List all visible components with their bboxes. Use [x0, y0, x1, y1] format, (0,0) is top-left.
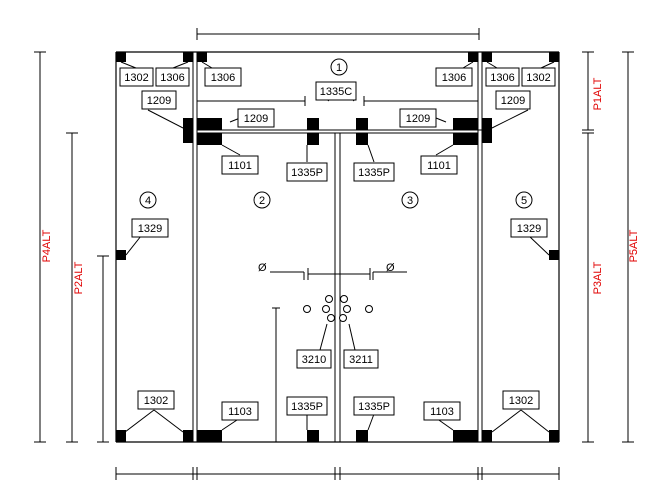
room-number-5: 5 [521, 195, 527, 207]
tag-1103-left: 1103 [228, 406, 252, 418]
tag-1209-center-left: 1209 [244, 113, 268, 125]
tag-3211: 3211 [349, 354, 373, 366]
elevation-label-p3alt: P3ALT [592, 261, 604, 294]
room-number-2: 2 [259, 195, 265, 207]
fixture-circles [303, 295, 373, 322]
tag-1209-center-right: 1209 [406, 113, 430, 125]
diameter-symbol-left: Ø [258, 262, 267, 274]
tag-1335p-upper-right: 1335P [358, 167, 390, 179]
tag-1302-top-right: 1302 [526, 72, 550, 84]
tag-1335p-upper-left: 1335P [291, 167, 323, 179]
walls [115, 51, 560, 443]
top-dimension [196, 28, 480, 40]
tag-1302-top-left: 1302 [124, 72, 148, 84]
tag-1101-right: 1101 [427, 160, 451, 172]
room-markers: 1 2 3 4 5 [139, 58, 533, 209]
left-elevation-dimensions [34, 51, 109, 443]
tag-3210: 3210 [302, 354, 326, 366]
tag-1306-top-left: 1306 [160, 72, 184, 84]
tag-1335p-lower-right: 1335P [358, 401, 390, 413]
tag-1209-left: 1209 [147, 95, 171, 107]
tag-1306-room1-left: 1306 [211, 72, 235, 84]
tag-boxes: 1302 1306 1306 1306 1306 1302 1335C 1209… [119, 67, 556, 421]
elevation-label-p5alt: P5ALT [628, 229, 640, 262]
diameter-symbol-right: Ø [386, 262, 395, 274]
tag-1329-left: 1329 [138, 223, 162, 235]
tag-1302-bottom-left: 1302 [144, 395, 168, 407]
leader-lines [120, 61, 555, 433]
bottom-dimension [115, 467, 560, 480]
columns [116, 52, 559, 442]
tag-1335c: 1335C [320, 86, 352, 98]
tag-1101-left: 1101 [228, 160, 252, 172]
tag-1302-bottom-right: 1302 [509, 395, 533, 407]
tag-1209-right: 1209 [501, 95, 525, 107]
tag-1306-top-right: 1306 [490, 72, 514, 84]
tag-1329-right: 1329 [517, 223, 541, 235]
elevation-label-p2alt: P2ALT [73, 261, 85, 294]
room-number-3: 3 [407, 195, 413, 207]
tag-1103-right: 1103 [430, 406, 454, 418]
room-number-4: 4 [145, 195, 151, 207]
tag-1306-room1-right: 1306 [442, 72, 466, 84]
room-number-1: 1 [336, 62, 342, 74]
elevation-label-p1alt: P1ALT [592, 77, 604, 110]
right-elevation-dimensions [582, 51, 634, 443]
tag-1335p-lower-left: 1335P [291, 401, 323, 413]
elevation-label-p4alt: P4ALT [41, 229, 53, 262]
